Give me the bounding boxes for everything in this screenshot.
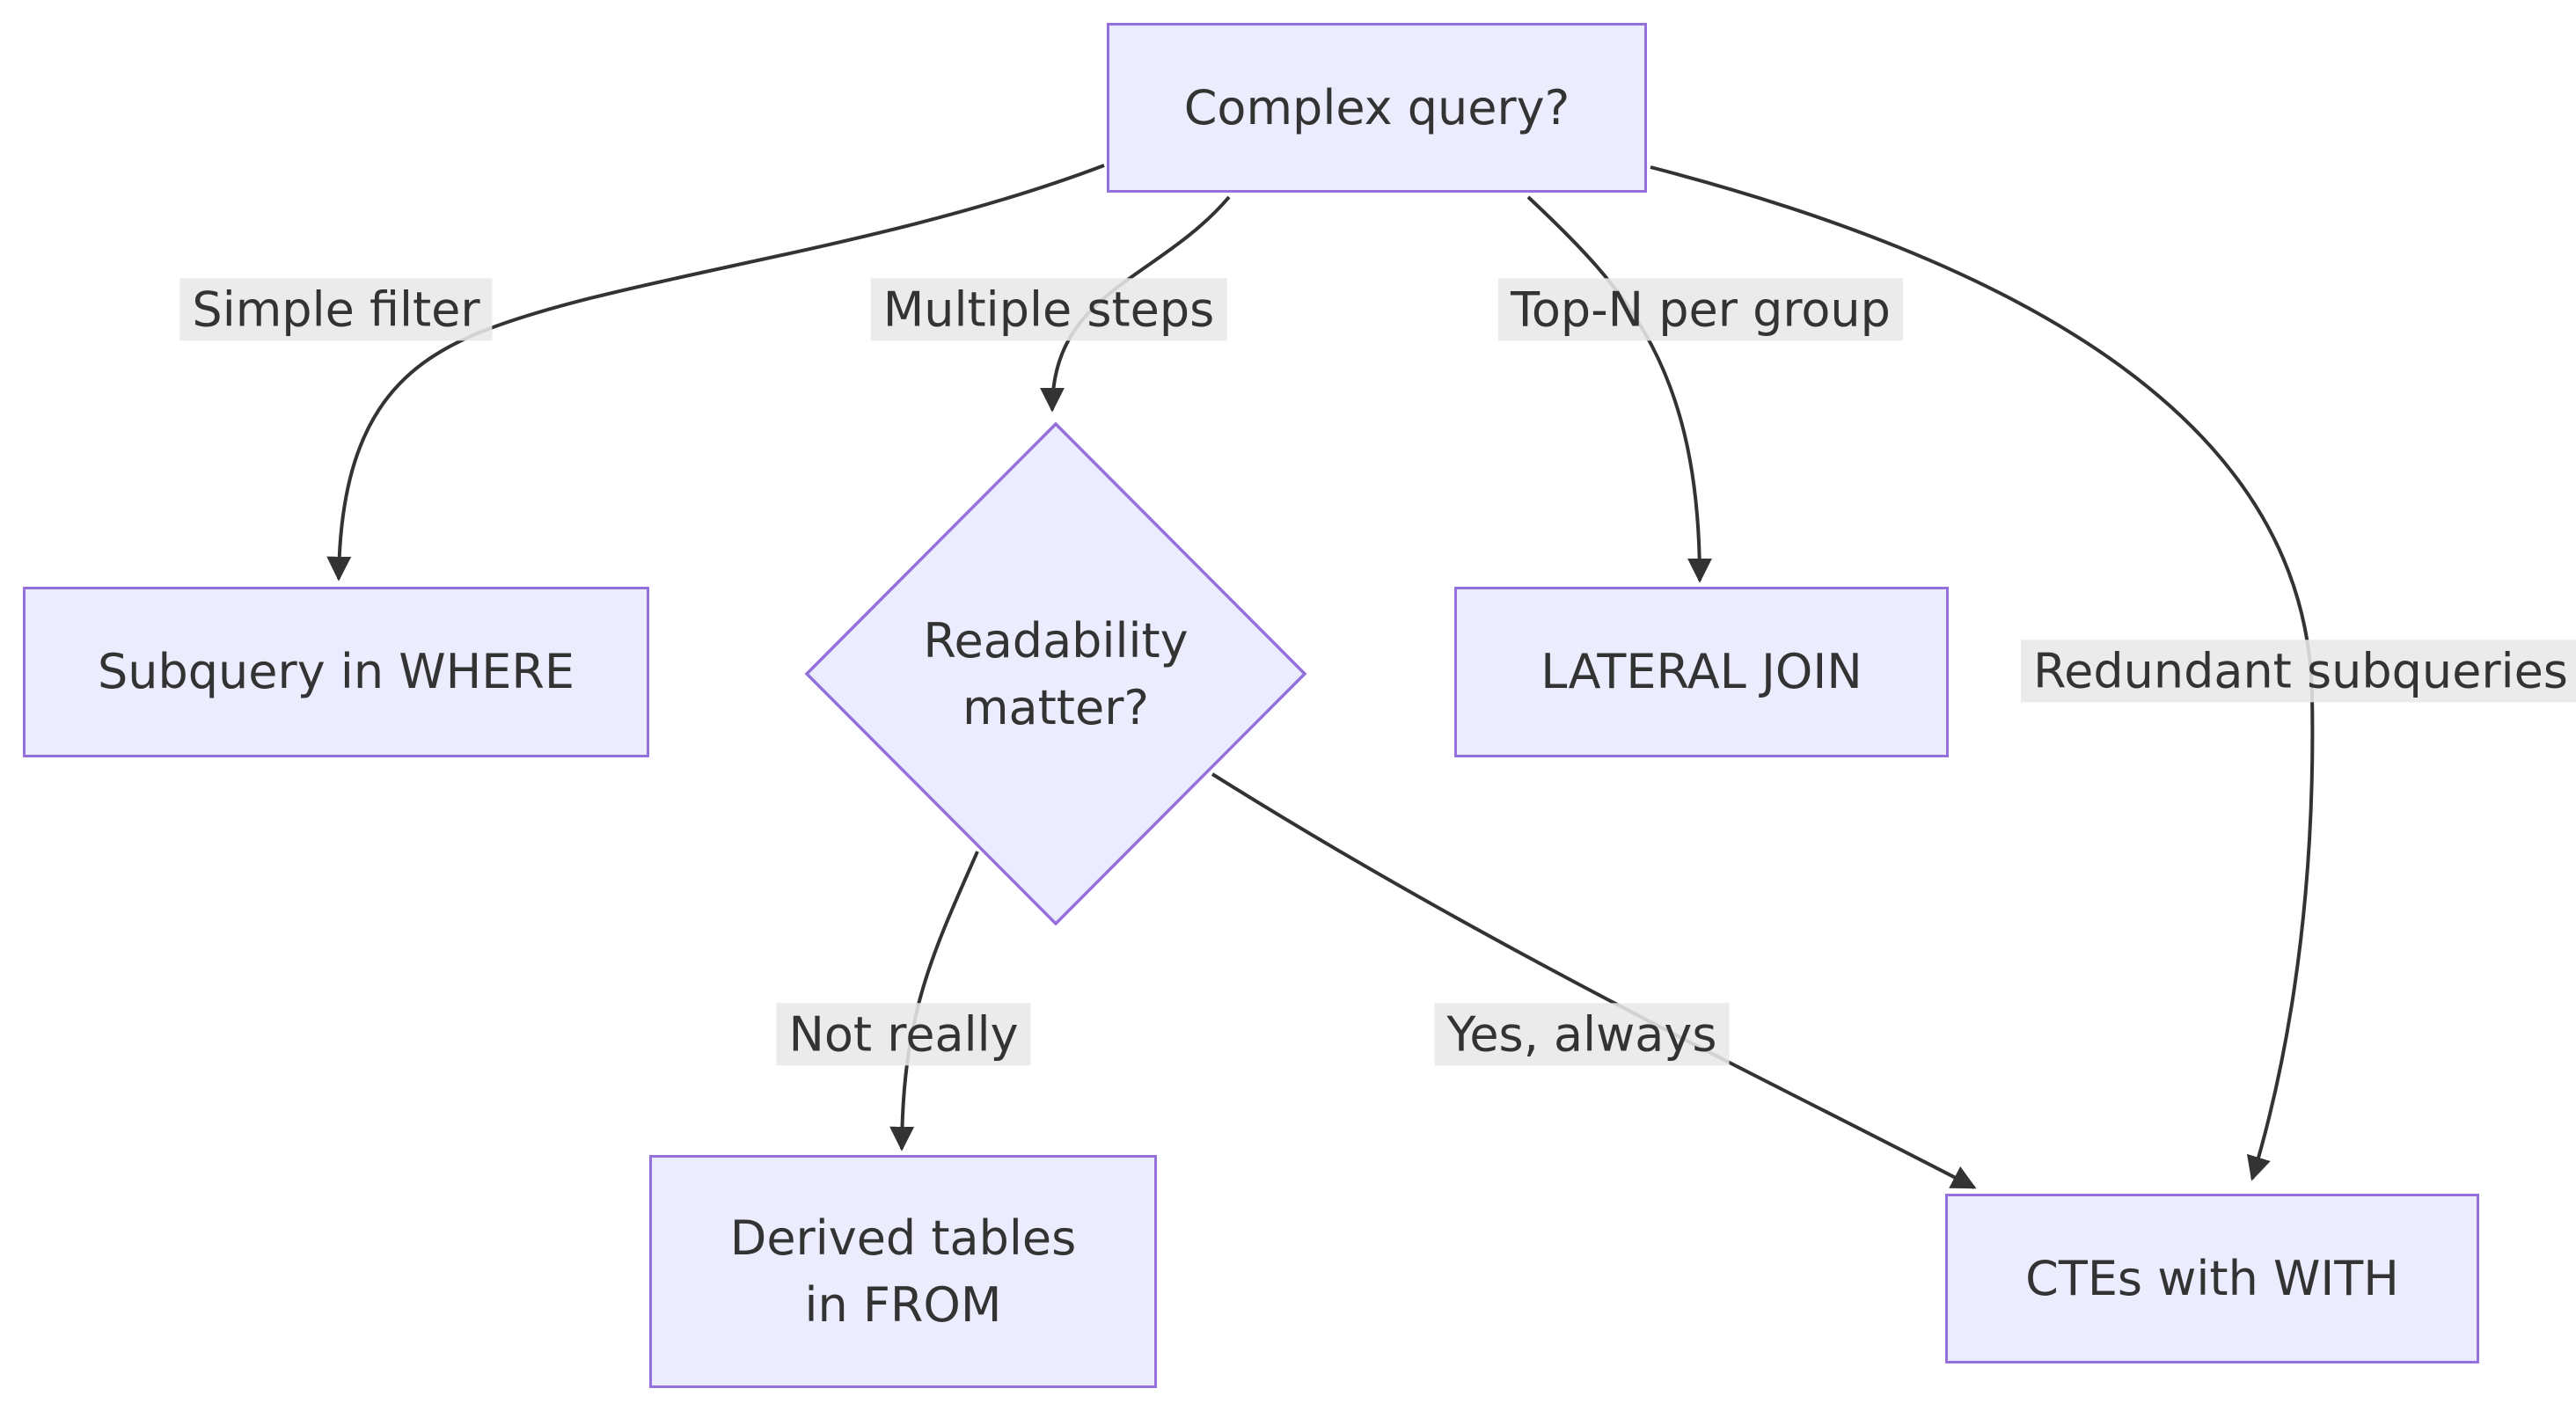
edge-label-top-n-per-group: Top-N per group <box>1498 278 1903 341</box>
node-readability-line-1: Readability <box>923 612 1189 669</box>
node-readability-line-2: matter? <box>962 679 1150 735</box>
edge-label-not-really: Not really <box>776 1003 1031 1066</box>
node-lateral-join-label: LATERAL JOIN <box>1540 644 1862 700</box>
node-readability-diamond-shape <box>804 421 1307 926</box>
node-readability-matter: Readability matter? <box>805 427 1306 922</box>
edge-not-really <box>889 851 979 1151</box>
edge-label-simple-filter: Simple filter <box>179 278 493 341</box>
edge-label-multiple-steps: Multiple steps <box>870 278 1227 341</box>
node-complex-query-label: Complex query? <box>1183 79 1570 135</box>
edge-label-yes-always: Yes, always <box>1434 1003 1730 1066</box>
node-subquery-in-where-label: Subquery in WHERE <box>98 644 574 700</box>
node-complex-query: Complex query? <box>1107 23 1647 193</box>
edge-top-n-per-group <box>1526 195 1712 583</box>
node-ctes-with-with-label: CTEs with WITH <box>2025 1250 2399 1306</box>
edge-yes-always <box>1211 772 1977 1189</box>
node-derived-tables-in-from: Derived tables in FROM <box>649 1155 1157 1388</box>
edge-redundant-subqueries <box>1650 165 2315 1181</box>
edge-label-redundant-subqueries: Redundant subqueries <box>2021 640 2576 703</box>
node-derived-tables-line-2: in FROM <box>804 1276 1002 1333</box>
node-derived-tables-line-1: Derived tables <box>729 1210 1077 1266</box>
node-lateral-join: LATERAL JOIN <box>1454 587 1949 757</box>
node-ctes-with-with: CTEs with WITH <box>1945 1194 2479 1363</box>
edge-simple-filter <box>326 164 1105 581</box>
node-subquery-in-where: Subquery in WHERE <box>23 587 649 757</box>
